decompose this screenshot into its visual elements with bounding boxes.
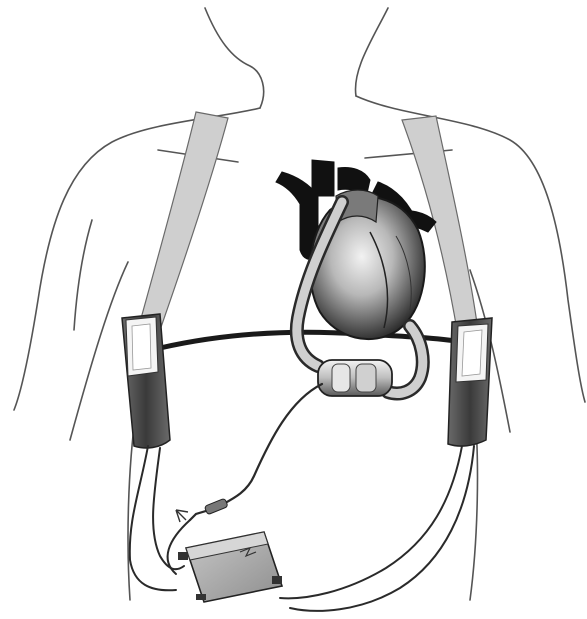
battery-pack-icon	[122, 314, 170, 448]
driveline-cable	[190, 384, 322, 520]
implanted-pump-icon	[318, 360, 392, 396]
exit-site-arrow-icon	[176, 510, 188, 522]
battery-pack-icon	[448, 318, 492, 446]
controller-cables	[130, 446, 474, 611]
driveline-connector	[204, 498, 228, 515]
controller-unit-icon	[178, 532, 282, 602]
